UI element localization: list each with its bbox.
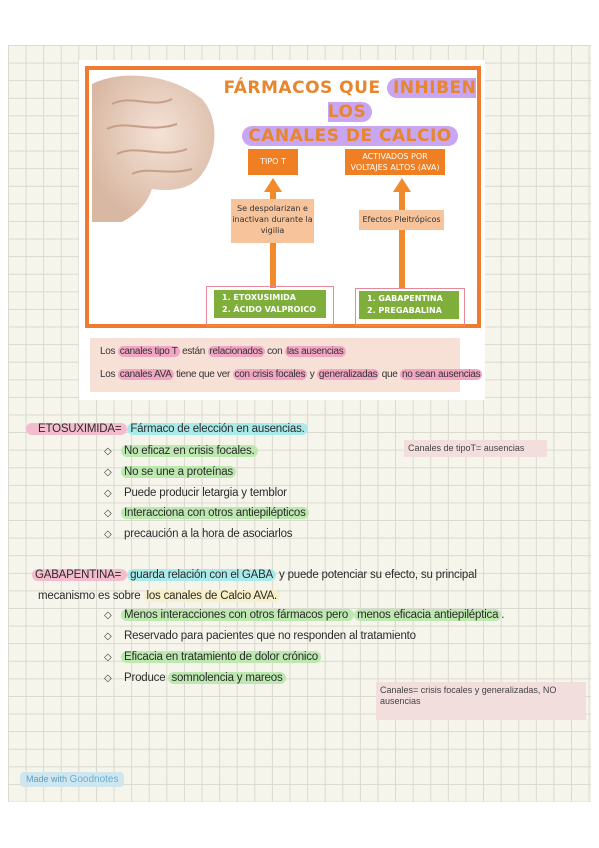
ava-box: ACTIVADOS POR VOLTAJES ALTOS (AVA) [345, 149, 445, 175]
list-item: No se une a proteínas [121, 466, 236, 478]
list-item: Eficacia en tratamiento de dolor crónico [121, 651, 321, 663]
list-item: Interacciona con otros antiepilépticos [121, 507, 309, 519]
gabapentina-note: Canales= crisis focales y generalizadas,… [376, 682, 586, 720]
left-drug-frame [206, 286, 334, 326]
goodnotes-badge[interactable]: Made with Goodnotes [20, 772, 125, 787]
bullet-icon: ◇ [104, 508, 112, 519]
caption-line-2: Los canales AVA tiene que ver con crisis… [100, 369, 483, 380]
gabapentina-line2: mecanismo es sobre los canales de Calcio… [38, 590, 281, 602]
arrowhead-left [264, 178, 282, 192]
list-item: Puede producir letargia y temblor [124, 487, 287, 499]
despolarizan-box: Se despolarizan e inactivan durante la v… [231, 199, 314, 243]
etosuximida-heading: ETOSUXIMIDA= Fármaco de elección en ause… [26, 423, 308, 435]
bullet-icon: ◇ [104, 488, 112, 499]
made-with-label: Made with [26, 774, 68, 784]
list-item: Produce somnolencia y mareos [124, 672, 286, 684]
arrowhead-right [393, 178, 411, 192]
list-item: Menos interacciones con otros fármacos p… [121, 609, 504, 621]
arrow-right [399, 190, 405, 288]
bullet-icon: ◇ [104, 446, 112, 457]
bullet-icon: ◇ [104, 610, 112, 621]
bullet-icon: ◇ [104, 529, 112, 540]
tipo-t-box: TIPO T [248, 149, 298, 175]
list-item: Reservado para pacientes que no responde… [124, 630, 416, 642]
bullet-icon: ◇ [104, 652, 112, 663]
list-item: precaución a la hora de asociarlos [124, 528, 293, 540]
bullet-icon: ◇ [104, 631, 112, 642]
gabapentina-heading: GABAPENTINA= guarda relación con el GABA… [32, 569, 477, 581]
etosuximida-note: Canales de tipoT= ausencias [404, 440, 547, 457]
list-item: No eficaz en crisis focales. [121, 445, 258, 457]
bullet-icon: ◇ [104, 467, 112, 478]
brain-image [92, 75, 215, 222]
caption-line-1: Los canales tipo T están relacionados co… [100, 346, 346, 357]
slide-title: FÁRMACOS QUE INHIBEN LOS CANALES DE CALC… [223, 78, 477, 146]
goodnotes-logo-text: Goodnotes [69, 774, 119, 785]
pleitropicos-box: Efectos Pleitrópicos [359, 210, 444, 230]
right-drug-frame [355, 288, 465, 326]
bullet-icon: ◇ [104, 673, 112, 684]
